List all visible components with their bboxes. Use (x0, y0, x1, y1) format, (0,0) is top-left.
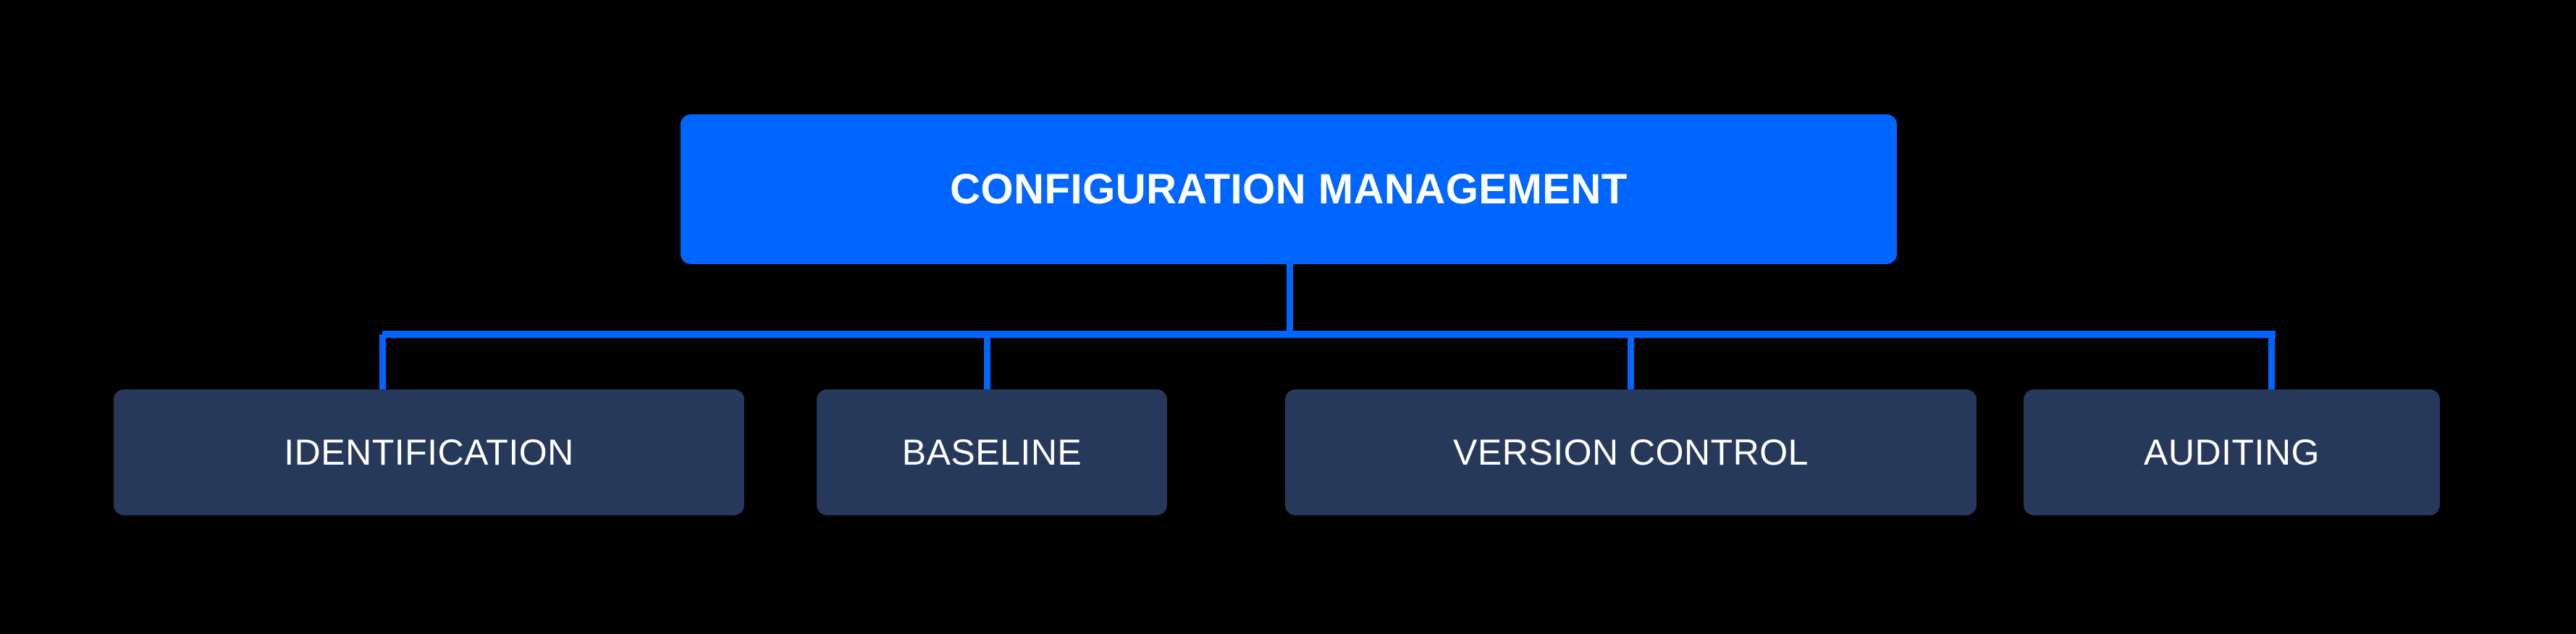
child-node-label: VERSION CONTROL (1453, 432, 1809, 473)
root-node-configuration-management[interactable]: CONFIGURATION MANAGEMENT (681, 114, 1897, 264)
child-node-label: BASELINE (901, 432, 1082, 473)
child-node-baseline[interactable]: BASELINE (817, 389, 1167, 515)
connector-horizontal-bus (382, 331, 2276, 338)
child-node-version-control[interactable]: VERSION CONTROL (1285, 389, 1977, 515)
child-node-label: AUDITING (2144, 432, 2320, 473)
child-node-identification[interactable]: IDENTIFICATION (114, 389, 744, 515)
connector-drop-baseline (984, 334, 990, 391)
connector-drop-version-control (1628, 334, 1634, 391)
child-node-auditing[interactable]: AUDITING (2024, 389, 2440, 515)
child-node-label: IDENTIFICATION (284, 432, 574, 473)
connector-drop-auditing (2268, 334, 2275, 391)
connector-root-stem (1287, 264, 1293, 333)
root-node-label: CONFIGURATION MANAGEMENT (950, 165, 1628, 213)
connector-drop-identification (379, 334, 386, 391)
